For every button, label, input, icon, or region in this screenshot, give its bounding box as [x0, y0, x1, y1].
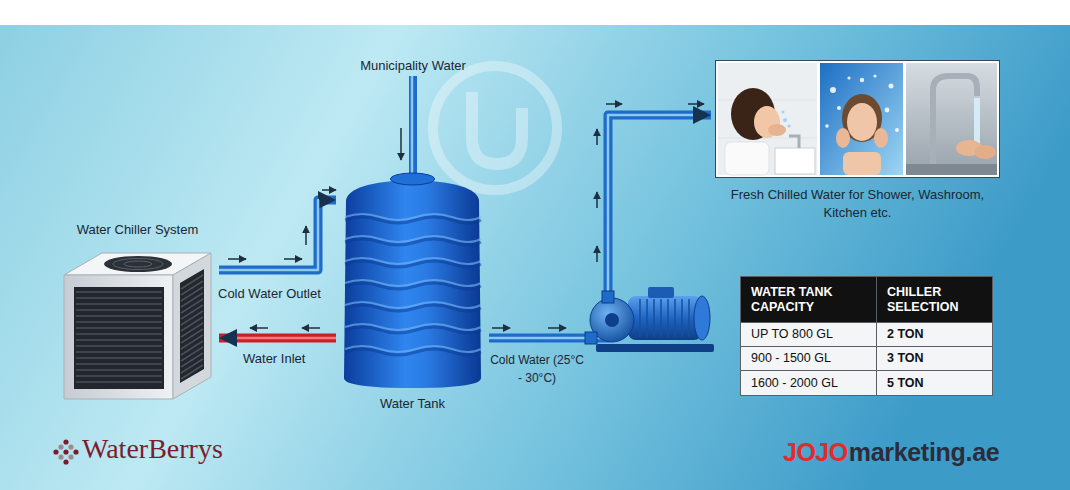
table-header-cell-box: CHILLER SELECTION	[876, 276, 993, 323]
tank-label: Water Tank	[336, 396, 489, 413]
illustration-holder	[711, 60, 1004, 178]
table-cell-box: UP TO 800 GL	[740, 322, 877, 347]
pipe-label-box: Cold Water (25°C - 30°C)	[490, 350, 584, 386]
tank-illustration	[340, 170, 485, 390]
pipe-label-box: Water Inlet	[243, 349, 305, 368]
water-tank: Water Tank	[336, 170, 489, 413]
table-cell: 900 - 1500 GL	[751, 350, 831, 366]
illustration-holder	[336, 170, 489, 390]
table-header-cell-box: WATER TANK CAPACITY	[740, 276, 877, 323]
panel-caption: Fresh Chilled Water for Shower, Washroom…	[711, 186, 1004, 221]
agency-logo: marketing.ae	[849, 438, 1000, 466]
table-cell-box: 3 TON	[876, 346, 993, 371]
brand-logo-box: WaterBerrys	[82, 434, 223, 465]
pipe	[219, 334, 336, 343]
brand-logo: WaterBerrys	[82, 433, 223, 464]
table-cell: 3 TON	[887, 350, 924, 366]
agency-logo-box: JOJO	[783, 439, 848, 467]
pipe-label: Cold Water (25°C - 30°C)	[490, 353, 584, 385]
pipe-label: Water Inlet	[243, 351, 305, 366]
table-header-cell: WATER TANK CAPACITY	[751, 285, 866, 315]
table-cell-box: 1600 - 2000 GL	[740, 370, 877, 396]
table-cell: UP TO 800 GL	[751, 326, 833, 342]
agency-logo: JOJO	[783, 438, 848, 466]
fixtures-photos	[715, 60, 1000, 178]
unit-heading: Water Chiller System	[56, 222, 219, 239]
brand-icon	[53, 439, 78, 464]
table-cell-box: 900 - 1500 GL	[740, 346, 877, 371]
table-cell-box: 2 TON	[876, 322, 993, 347]
pipe-connector	[219, 200, 336, 270]
pipe-connector	[219, 338, 336, 339]
table-cell: 1600 - 2000 GL	[751, 375, 838, 391]
pipe-highlight	[219, 200, 319, 270]
agency-logo-box: marketing.ae	[849, 439, 1000, 467]
table-cell-box: 5 TON	[876, 370, 993, 396]
inlet-label-box: Municipality Water	[343, 56, 483, 75]
pipe-label: Cold Water Outlet	[218, 286, 321, 301]
table-cell: 2 TON	[887, 326, 924, 342]
illustration-holder	[56, 243, 219, 403]
water-pump	[585, 287, 714, 352]
blue-panel	[0, 25, 1070, 490]
watermark	[433, 66, 557, 190]
inlet-label: Municipality Water	[360, 58, 466, 73]
chiller-illustration	[60, 243, 215, 403]
table-header-cell: CHILLER SELECTION	[887, 285, 982, 315]
pipe	[219, 200, 336, 270]
chiller-unit: Water Chiller System	[56, 222, 219, 403]
pipe-highlight	[237, 337, 336, 340]
table-cell: 5 TON	[887, 375, 924, 391]
municipality-pipe	[412, 76, 413, 174]
fixtures-photo-panel: Fresh Chilled Water for Shower, Washroom…	[711, 60, 1004, 221]
pipe-label-box: Cold Water Outlet	[218, 284, 321, 303]
